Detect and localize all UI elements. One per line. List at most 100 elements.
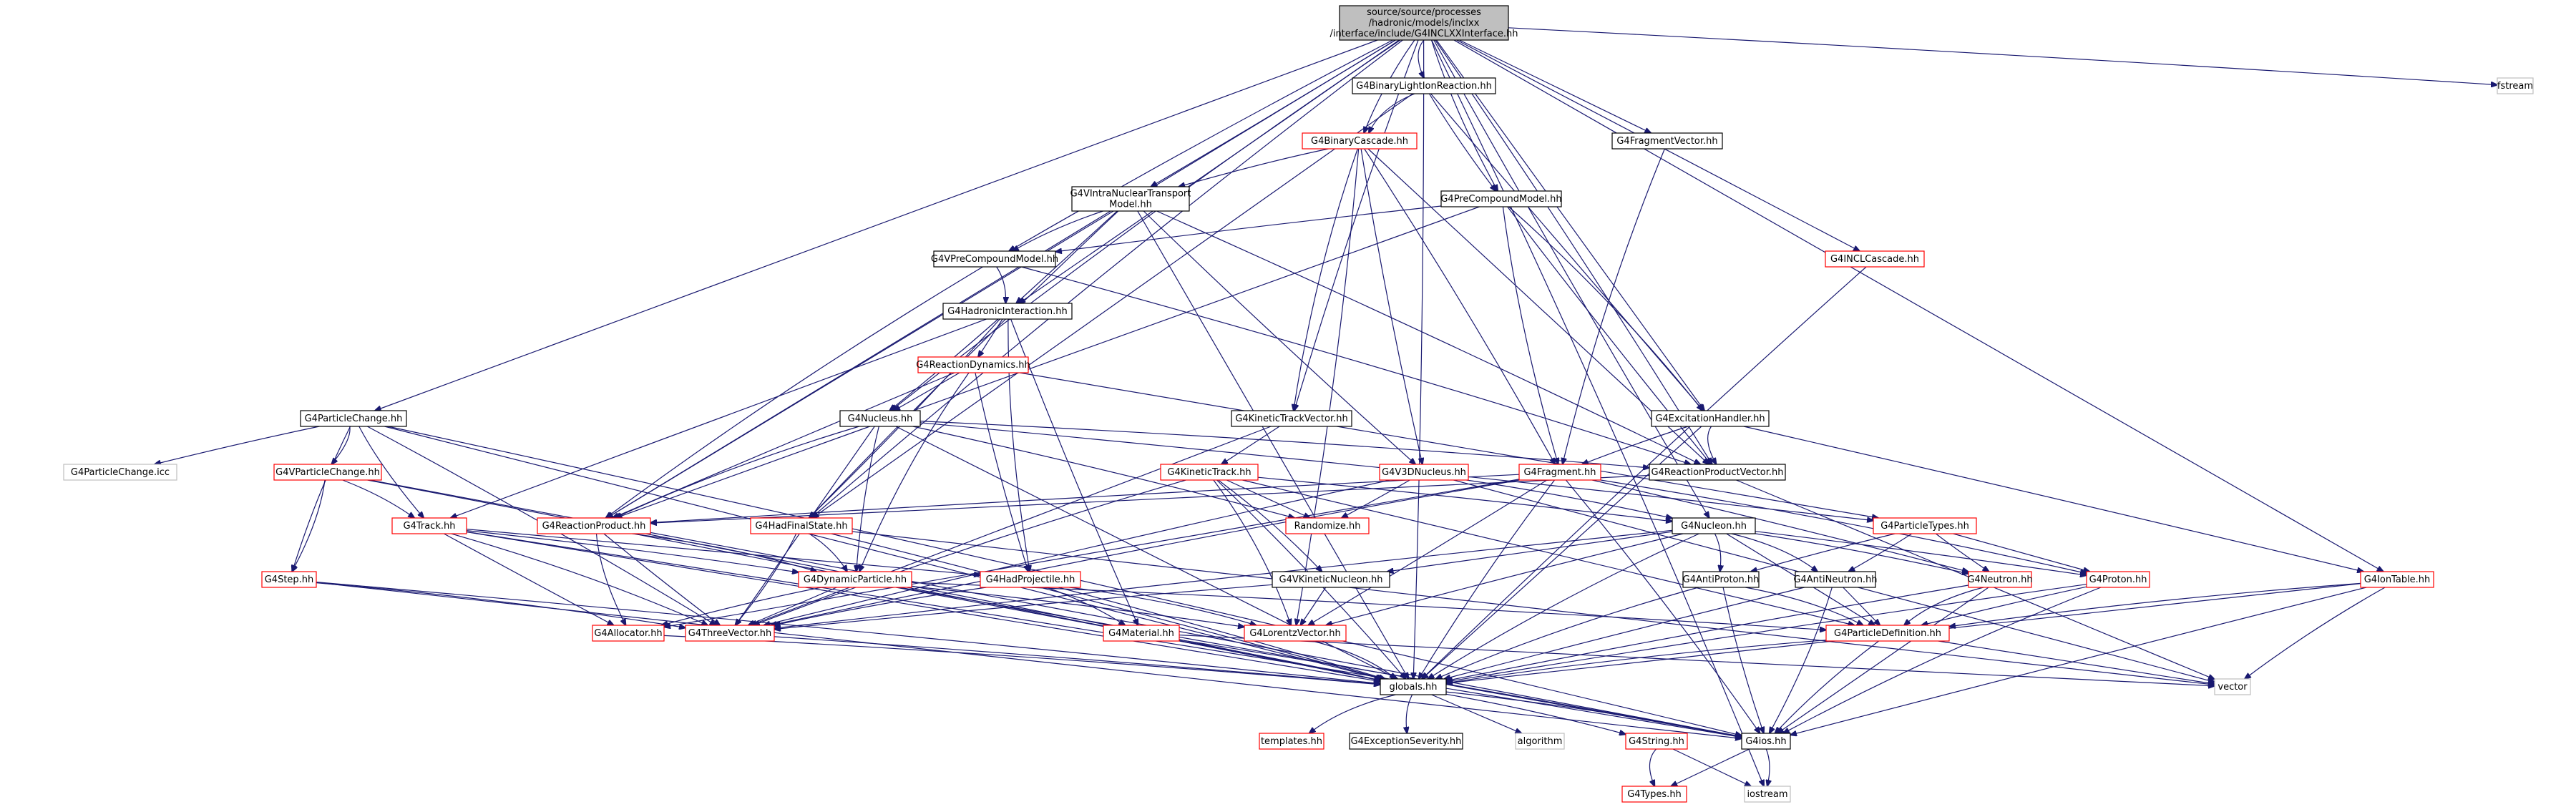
node-hadproj[interactable]: G4HadProjectile.hh (980, 571, 1081, 588)
edge-hadint-to-reacdyn (978, 318, 1003, 357)
node-iostream[interactable]: iostream (1744, 786, 1791, 803)
node-parttypes[interactable]: G4ParticleTypes.hh (1873, 517, 1977, 534)
edge-vkinnuc-to-threevec (774, 584, 1273, 629)
node-dynpart[interactable]: G4DynamicParticle.hh (798, 571, 912, 588)
node-exceptsev[interactable]: G4ExceptionSeverity.hh (1349, 733, 1463, 750)
node-binary[interactable]: G4BinaryCascade.hh (1302, 132, 1418, 150)
node-kintrackvec[interactable]: G4KineticTrackVector.hh (1231, 410, 1352, 427)
node-vkinnuc[interactable]: G4VKineticNucleon.hh (1272, 571, 1390, 588)
edge-precomp-to-fragment (1502, 206, 1558, 464)
edge-antiproton-to-globals (1436, 587, 1699, 679)
node-antiproton[interactable]: G4AntiProton.hh (1682, 571, 1760, 588)
node-box (1071, 186, 1190, 212)
node-threevec[interactable]: G4ThreeVector.hh (685, 625, 775, 642)
node-proton[interactable]: G4Proton.hh (2086, 571, 2150, 588)
node-fragment[interactable]: G4Fragment.hh (1518, 464, 1601, 481)
node-label: G4ExcitationHandler.hh (1655, 414, 1765, 424)
node-nucleus[interactable]: G4Nucleus.hh (839, 410, 921, 427)
node-step[interactable]: G4Step.hh (261, 571, 317, 588)
node-randomize[interactable]: Randomize.hh (1285, 517, 1370, 534)
node-binlight[interactable]: G4BinaryLightIonReaction.hh (1352, 77, 1496, 94)
node-allocator[interactable]: G4Allocator.hh (592, 625, 665, 642)
edge-proton-to-partdef (1921, 586, 2087, 625)
edge-vprecomp-to-reacprodvec (1021, 266, 1690, 464)
edge-parttypes-to-antiproton (1751, 533, 1896, 572)
node-inclcasc[interactable]: G4INCLCascade.hh (1825, 250, 1925, 268)
node-box (1380, 678, 1447, 695)
node-fragvec[interactable]: G4FragmentVector.hh (1611, 132, 1723, 150)
node-reacdyn[interactable]: G4ReactionDynamics.hh (916, 356, 1030, 373)
node-partchange[interactable]: G4ParticleChange.hh (300, 410, 407, 427)
edge-partdef-to-g4ios (1775, 640, 1879, 733)
node-partdef[interactable]: G4ParticleDefinition.hh (1825, 625, 1950, 642)
edge-hadint-to-track (451, 318, 987, 518)
node-vector[interactable]: vector (2214, 678, 2251, 695)
node-reacprod[interactable]: G4ReactionProduct.hh (537, 517, 651, 534)
node-label: G4BinaryCascade.hh (1311, 136, 1408, 147)
node-label: G4AntiNeutron.hh (1793, 574, 1877, 585)
edge-root-to-binlight (1418, 39, 1424, 78)
node-partchangeicc[interactable]: G4ParticleChange.icc (63, 464, 177, 481)
node-box (942, 303, 1073, 320)
node-fstream[interactable]: fstream (2497, 77, 2534, 94)
nodes-layer: source/source/processes/hadronic/models/… (63, 5, 2534, 803)
node-label: G4Material.hh (1108, 628, 1174, 639)
node-g4types[interactable]: G4Types.hh (1621, 786, 1687, 803)
edge-antineutron-to-partdef (1843, 587, 1880, 625)
node-nucleon[interactable]: G4Nucleon.hh (1672, 517, 1756, 534)
node-vpartchange[interactable]: G4VParticleChange.hh (273, 464, 382, 481)
node-hadfinal[interactable]: G4HadFinalState.hh (750, 517, 853, 534)
node-label: G4KineticTrackVector.hh (1235, 414, 1347, 424)
edge-binary-to-fragment (1364, 148, 1556, 464)
node-box (1649, 464, 1786, 481)
node-box (1621, 786, 1687, 803)
node-v3dnuc[interactable]: G4V3DNucleus.hh (1379, 464, 1469, 481)
node-lorentz[interactable]: G4LorentzVector.hh (1244, 625, 1347, 642)
edge-root-to-vprecomp (1009, 39, 1393, 251)
node-neutron[interactable]: G4Neutron.hh (1967, 571, 2033, 588)
node-box (798, 571, 912, 588)
edge-intranuc-to-reacprodvec (1156, 210, 1701, 464)
node-box (1244, 625, 1347, 642)
node-iontable[interactable]: G4IonTable.hh (2360, 571, 2434, 588)
node-root[interactable]: source/source/processes/hadronic/models/… (1330, 5, 1518, 41)
node-box (1352, 77, 1496, 94)
edge-kintrack-to-lorentz (1213, 479, 1291, 625)
node-label: G4Neutron.hh (1967, 574, 2032, 585)
node-precomp[interactable]: G4PreCompoundModel.hh (1440, 190, 1562, 207)
node-vprecomp[interactable]: G4VPreCompoundModel.hh (931, 250, 1058, 268)
node-hadint[interactable]: G4HadronicInteraction.hh (942, 303, 1073, 320)
edge-material-to-g4ios (1179, 639, 1742, 737)
node-track[interactable]: G4Track.hh (391, 517, 467, 534)
node-globals[interactable]: globals.hh (1380, 678, 1447, 695)
node-excit[interactable]: G4ExcitationHandler.hh (1651, 410, 1770, 427)
edge-track-to-globals (466, 531, 1380, 682)
node-material[interactable]: G4Material.hh (1103, 625, 1180, 642)
edge-track-to-dynpart (466, 530, 799, 572)
edge-intranuc-to-vprecomp (1013, 210, 1103, 251)
edge-kintrackvec-to-kintrack (1221, 426, 1280, 464)
edge-vpartchange-to-step (292, 479, 326, 572)
edge-partchange-to-step (292, 426, 351, 572)
node-antineutron[interactable]: G4AntiNeutron.hh (1793, 571, 1878, 588)
edge-reacdyn-to-nucleus (894, 372, 960, 411)
edge-nucleus-to-reacprod (615, 426, 859, 518)
node-algorithm[interactable]: algorithm (1515, 733, 1565, 750)
edge-fragment-to-proton (1600, 479, 2087, 574)
edge-nucleon-to-proton (1755, 531, 2087, 576)
node-box (1744, 786, 1791, 803)
node-templates[interactable]: templates.hh (1259, 733, 1324, 750)
edge-iontable-to-g4ios (1790, 587, 2367, 735)
edge-v3dnuc-to-nucleon (1466, 479, 1672, 518)
edge-reacdyn-to-hadproj (975, 372, 1028, 572)
node-box (750, 517, 853, 534)
node-kintrack[interactable]: G4KineticTrack.hh (1160, 464, 1259, 481)
node-reacprodvec[interactable]: G4ReactionProductVector.hh (1649, 464, 1786, 481)
edge-hadproj-to-globals (1058, 587, 1385, 679)
edge-hadfinal-to-dynpart (809, 533, 847, 572)
edge-parttypes-to-proton (1953, 533, 2090, 572)
edge-root-to-reacprodvec (1435, 39, 1712, 464)
node-g4ios[interactable]: G4ios.hh (1741, 733, 1791, 750)
node-g4string[interactable]: G4String.hh (1625, 733, 1688, 750)
